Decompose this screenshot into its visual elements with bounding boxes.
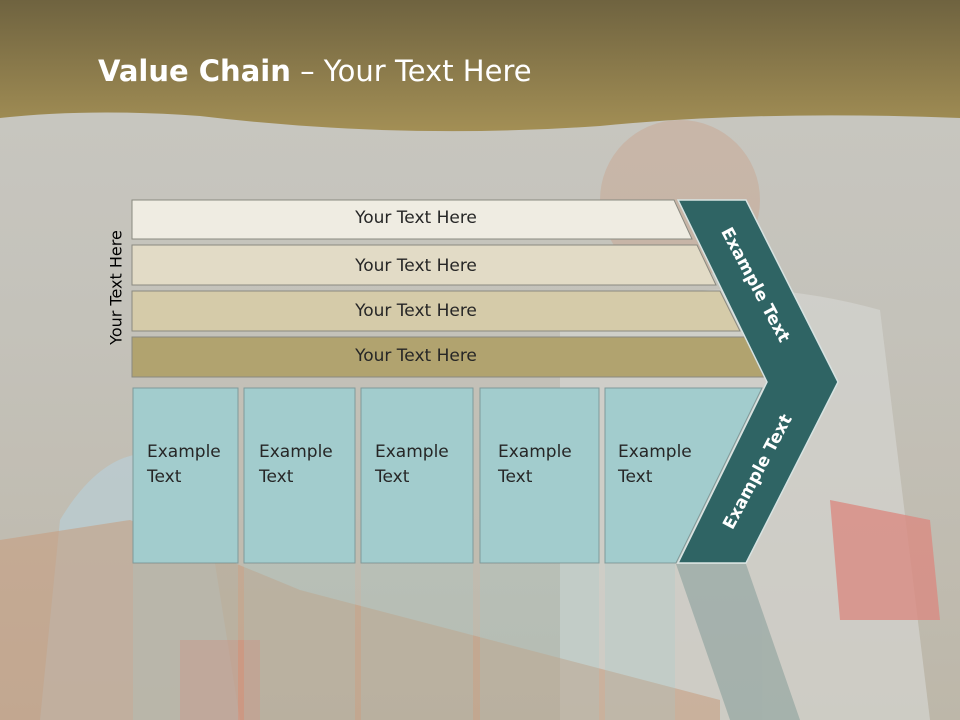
box-1 bbox=[132, 387, 239, 564]
box-4-label: Example Text bbox=[498, 440, 572, 490]
slide-title: Value Chain – Your Text Here bbox=[98, 54, 532, 88]
bar-3-label: Your Text Here bbox=[355, 301, 477, 321]
box-2-line1: Example bbox=[259, 442, 333, 462]
box-1-line2: Text bbox=[147, 467, 182, 487]
box-3-label: Example Text bbox=[375, 440, 449, 490]
box-1-label: Example Text bbox=[147, 440, 221, 490]
box-5-label: Example Text bbox=[618, 440, 692, 490]
bar-2-label: Your Text Here bbox=[355, 256, 477, 276]
box-3-line1: Example bbox=[375, 442, 449, 462]
box-1-line1: Example bbox=[147, 442, 221, 462]
box-2-line2: Text bbox=[259, 467, 294, 487]
box-5 bbox=[604, 387, 763, 564]
bar-1 bbox=[131, 199, 693, 240]
title-bold: Value Chain bbox=[98, 54, 291, 88]
bar-1-label: Your Text Here bbox=[355, 208, 477, 228]
box-4-line1: Example bbox=[498, 442, 572, 462]
box-3-line2: Text bbox=[375, 467, 410, 487]
box-2 bbox=[243, 387, 356, 564]
box-4 bbox=[479, 387, 600, 564]
box-5-line2: Text bbox=[618, 467, 653, 487]
title-rest: – Your Text Here bbox=[290, 54, 532, 88]
box-2-label: Example Text bbox=[259, 440, 333, 490]
box-3 bbox=[360, 387, 474, 564]
bar-2 bbox=[131, 244, 717, 286]
box-4-line2: Text bbox=[498, 467, 533, 487]
bar-4-label: Your Text Here bbox=[355, 346, 477, 366]
box-5-line1: Example bbox=[618, 442, 692, 462]
bar-3 bbox=[131, 290, 741, 332]
